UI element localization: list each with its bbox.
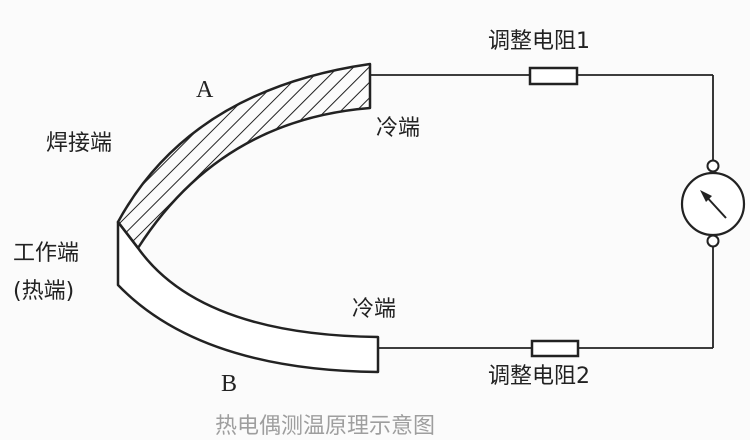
top-wire [370,74,714,161]
label-weld-end: 焊接端 [46,131,113,156]
label-conductor-a: A [196,77,214,103]
label-hot-end: (热端) [13,279,75,304]
label-resistor-1: 调整电阻1 [488,29,590,54]
resistor-2 [530,339,580,358]
meter-dial-icon [680,159,746,248]
bottom-wire [378,247,714,349]
label-work-end: 工作端 [13,241,80,266]
label-cold-end-b: 冷端 [352,297,397,322]
resistor-1 [528,66,579,86]
conductor-b-strip [116,220,380,374]
figure-caption: 热电偶测温原理示意图 [215,414,436,439]
conductor-a-strip [116,62,372,250]
label-cold-end-a: 冷端 [376,116,421,141]
label-resistor-2: 调整电阻2 [488,364,590,389]
thermocouple-diagram [116,62,746,374]
label-conductor-b: B [221,371,238,397]
